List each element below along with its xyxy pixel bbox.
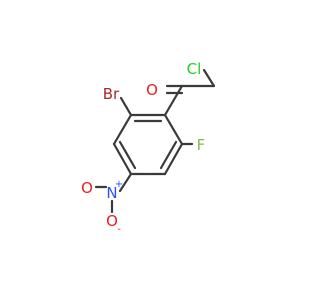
nitro-bond — [118, 172, 133, 193]
ring-bond — [112, 113, 133, 146]
ring-bond — [163, 142, 184, 176]
ring-bond-inner — [159, 140, 178, 170]
molecule-canvas: O Cl Br F N + O O - — [81, 60, 216, 235]
nitro-nitrogen-charge: + — [115, 179, 123, 190]
nitro-oxygen-bottom-label: O — [106, 212, 118, 230]
acyl-bond — [163, 84, 184, 117]
ring-bond — [163, 113, 184, 146]
nitro-oxygen-charge: - — [117, 224, 121, 235]
chloro-bond — [202, 68, 216, 88]
ring-bond — [112, 142, 133, 176]
structure-diagram: O Cl Br F N + O O - — [81, 60, 216, 235]
bond-layer — [94, 68, 216, 214]
nitro-nitrogen-label: N — [106, 184, 117, 202]
fluorine-label: F — [197, 136, 206, 154]
nitro-oxygen-left-label: O — [81, 179, 93, 197]
bromo-bond — [119, 96, 133, 117]
chlorine-label: Cl — [187, 60, 202, 78]
bromine-label: Br — [103, 85, 120, 103]
carbonyl-oxygen-label: O — [146, 81, 158, 99]
ring-bond-inner — [118, 140, 137, 170]
